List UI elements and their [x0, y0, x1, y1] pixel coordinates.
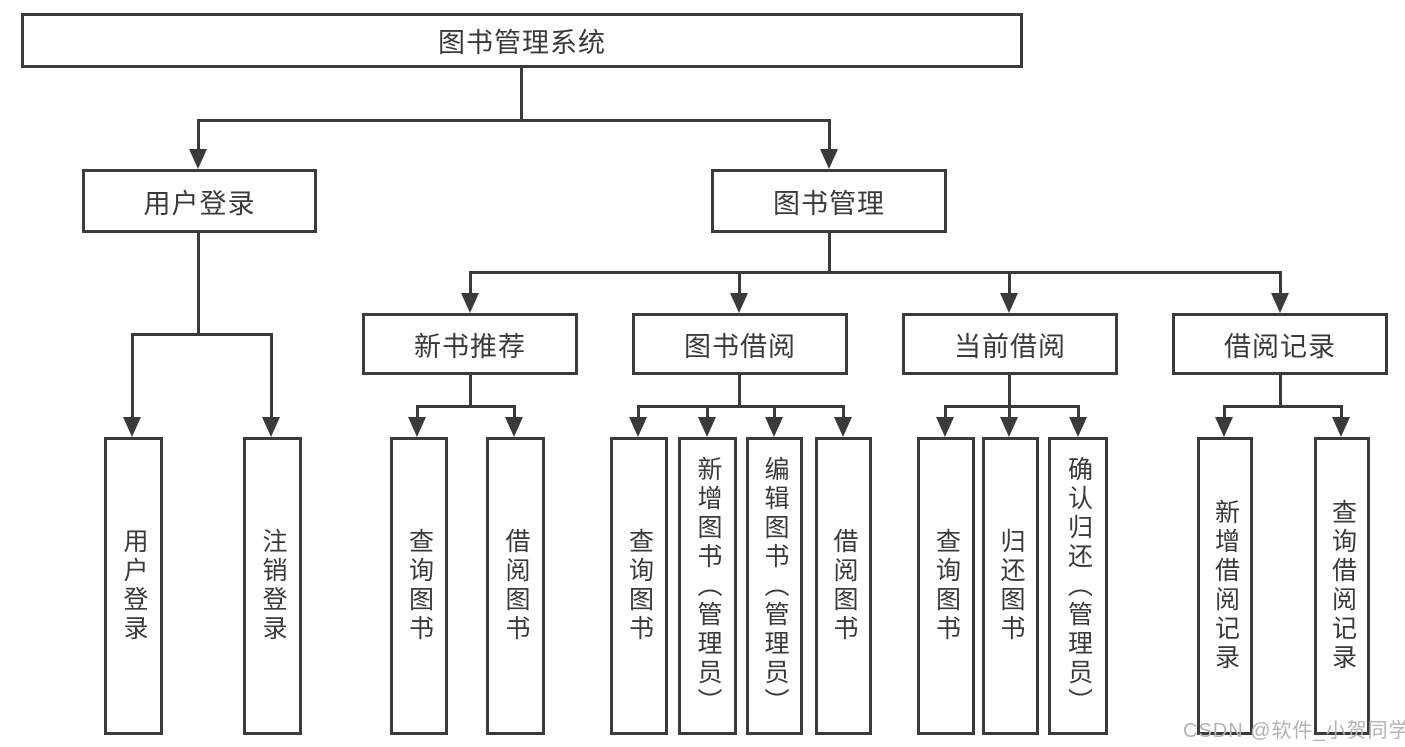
leaf-query-books-recommend: 查询图书 [390, 437, 448, 735]
leaf-confirm-return-admin: 确认归还（管理员） [1048, 437, 1108, 735]
leaf-user-login: 用户登录 [104, 437, 163, 735]
leaf-query-books-recommend-label: 查询图书 [405, 528, 434, 644]
leaf-return-books: 归还图书 [982, 437, 1039, 735]
node-new-book-recommend-label: 新书推荐 [414, 331, 526, 362]
connector-leaf6-vline [706, 405, 709, 419]
node-user-login-label: 用户登录 [143, 188, 256, 219]
leaf-edit-books-admin-label: 编辑图书（管理员） [761, 455, 789, 717]
leaf-query-books-current-label: 查询图书 [932, 528, 961, 644]
node-new-book-recommend: 新书推荐 [362, 313, 578, 375]
arrowhead-leaf5-icon [629, 417, 647, 437]
leaf-user-login-label: 用户登录 [120, 528, 148, 644]
node-borrowing-records-label: 借阅记录 [1224, 331, 1336, 362]
arrowhead-current-borrow-icon [1000, 293, 1018, 313]
arrowhead-new-book-icon [461, 293, 479, 313]
leaf-borrow-books-recommend: 借阅图书 [486, 437, 545, 735]
connector-leaf4-vline [513, 405, 516, 419]
connector-borrow-records-hline [1223, 405, 1343, 408]
connector-leaf7-vline [773, 405, 776, 419]
arrowhead-leaf13-icon [1332, 417, 1350, 437]
connector-book-mgmt-stem [828, 233, 831, 273]
connector-leaf13-vline [1340, 405, 1343, 419]
arrowhead-leaf1-icon [123, 417, 141, 437]
leaf-add-books-admin: 新增图书（管理员） [678, 437, 737, 735]
connector-root-stem [520, 68, 523, 121]
connector-current-borrow-vline [1008, 271, 1011, 295]
node-root-label: 图书管理系统 [438, 28, 606, 58]
connector-leaf9-vline [944, 405, 947, 419]
connector-book-borrow-stem [738, 375, 741, 408]
connector-level3-hline [469, 271, 1282, 274]
node-book-management-label: 图书管理 [773, 188, 885, 219]
connector-user-login-hline [131, 333, 273, 336]
leaf-query-books-borrowing: 查询图书 [610, 437, 668, 735]
leaf-query-borrow-record-label: 查询借阅记录 [1328, 499, 1357, 673]
node-book-borrowing-label: 图书借阅 [684, 331, 796, 362]
connector-leaf5-vline [637, 405, 640, 419]
connector-current-borrow-hline [944, 405, 1080, 408]
connector-new-book-vline [469, 271, 472, 295]
node-current-borrowing-label: 当前借阅 [954, 331, 1066, 362]
leaf-add-books-admin-label: 新增图书（管理员） [694, 455, 722, 717]
arrowhead-leaf6-icon [698, 417, 716, 437]
leaf-query-books-borrowing-label: 查询图书 [625, 528, 654, 644]
csdn-watermark: CSDN @软件_小贺同学 [1183, 720, 1405, 742]
connector-leaf3-vline [416, 405, 419, 419]
arrowhead-book-borrow-icon [730, 293, 748, 313]
leaf-query-books-current: 查询图书 [917, 437, 975, 735]
arrowhead-leaf7-icon [765, 417, 783, 437]
arrowhead-leaf2-icon [262, 417, 280, 437]
connector-book-borrow-vline [738, 271, 741, 295]
arrowhead-book-mgmt-icon [820, 149, 838, 169]
arrowhead-leaf4-icon [505, 417, 523, 437]
arrowhead-user-login-icon [189, 149, 207, 169]
node-user-login: 用户登录 [82, 169, 317, 233]
connector-current-borrow-stem [1008, 375, 1011, 408]
leaf-logout: 注销登录 [243, 437, 302, 735]
arrowhead-leaf9-icon [936, 417, 954, 437]
arrowhead-borrow-records-icon [1271, 293, 1289, 313]
connector-leaf2-vline [270, 333, 273, 419]
connector-book-borrow-hline [637, 405, 845, 408]
connector-new-book-hline [416, 405, 516, 408]
connector-borrow-records-stem [1279, 375, 1282, 408]
connector-new-book-stem [469, 375, 472, 408]
arrowhead-leaf10-icon [1000, 417, 1018, 437]
node-book-management: 图书管理 [711, 169, 947, 233]
connector-book-mgmt-vline [828, 119, 831, 151]
leaf-add-borrow-record: 新增借阅记录 [1197, 437, 1253, 735]
leaf-add-borrow-record-label: 新增借阅记录 [1211, 499, 1240, 673]
node-root: 图书管理系统 [21, 13, 1023, 68]
connector-leaf1-vline [131, 333, 134, 419]
leaf-query-borrow-record: 查询借阅记录 [1314, 437, 1370, 735]
arrowhead-leaf11-icon [1069, 417, 1087, 437]
connector-user-login-stem [197, 233, 200, 336]
connector-leaf12-vline [1223, 405, 1226, 419]
leaf-borrow-books-recommend-label: 借阅图书 [502, 528, 530, 644]
leaf-confirm-return-admin-label: 确认归还（管理员） [1064, 455, 1093, 717]
connector-user-login-vline [197, 119, 200, 151]
node-book-borrowing: 图书借阅 [632, 313, 848, 375]
connector-level2-hline [197, 119, 831, 122]
leaf-edit-books-admin: 编辑图书（管理员） [746, 437, 803, 735]
leaf-borrow-books-label: 借阅图书 [830, 528, 858, 644]
arrowhead-leaf12-icon [1215, 417, 1233, 437]
leaf-borrow-books: 借阅图书 [815, 437, 872, 735]
leaf-return-books-label: 归还图书 [997, 528, 1025, 644]
connector-leaf11-vline [1077, 405, 1080, 419]
connector-leaf8-vline [842, 405, 845, 419]
leaf-logout-label: 注销登录 [259, 528, 287, 644]
arrowhead-leaf8-icon [834, 417, 852, 437]
node-borrowing-records: 借阅记录 [1172, 313, 1388, 375]
connector-borrow-records-vline [1279, 271, 1282, 295]
connector-leaf10-vline [1008, 405, 1011, 419]
arrowhead-leaf3-icon [408, 417, 426, 437]
node-current-borrowing: 当前借阅 [902, 313, 1118, 375]
